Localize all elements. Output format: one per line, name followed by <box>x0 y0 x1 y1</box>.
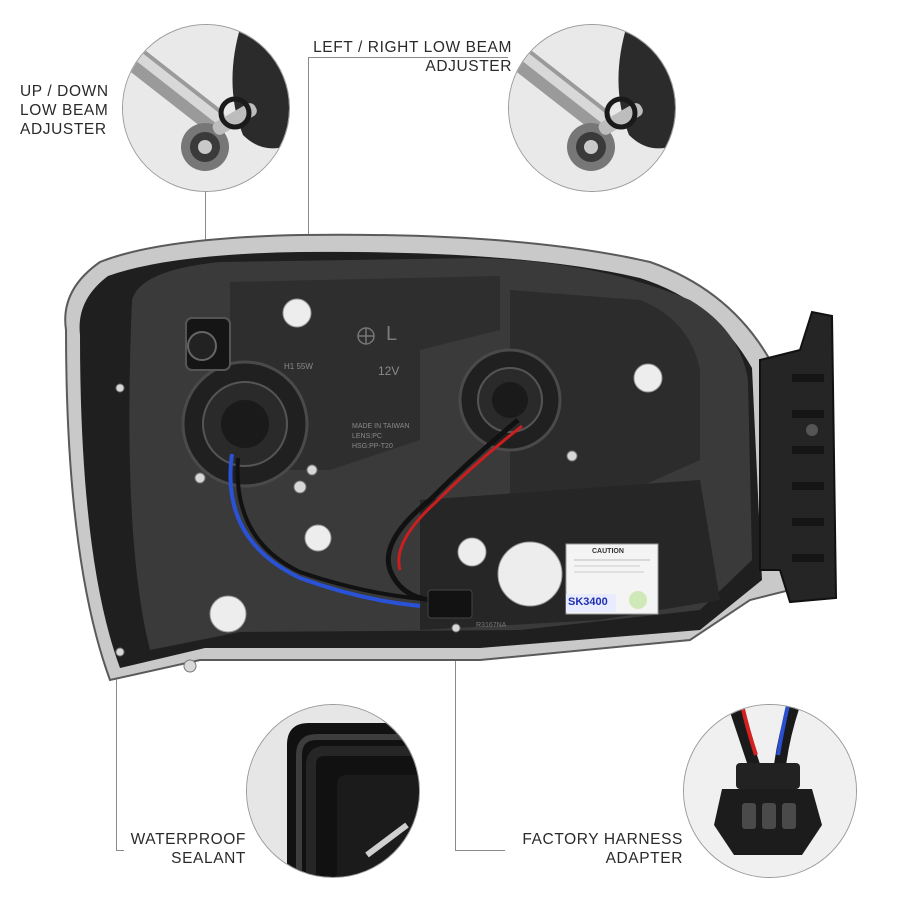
part-number-sticker: SK3400 <box>568 596 608 608</box>
leftright-adjuster-label: LEFT / RIGHT LOW BEAM ADJUSTER <box>313 39 512 75</box>
harness-leader-v <box>455 628 456 850</box>
housing-bulb-low: H1 55W <box>284 362 313 371</box>
housing-l-mark: L <box>386 323 398 345</box>
housing-hsg: HSG:PP-T20 <box>352 443 393 450</box>
harness-leader-h <box>455 850 505 851</box>
harness-adapter-label: FACTORY HARNESS ADAPTER <box>522 831 683 867</box>
waterproof-sealant-detail-photo <box>246 704 420 878</box>
harness-adapter-detail-photo <box>683 704 857 878</box>
leftright-adjuster-detail-photo <box>508 24 676 192</box>
mold-number: R3167NA <box>476 622 507 629</box>
housing-lens: LENS:PC <box>352 433 382 440</box>
housing-made-in: MADE IN TAIWAN <box>352 423 410 430</box>
waterproof-leader-h <box>116 850 124 851</box>
updown-adjuster-detail-photo <box>122 24 290 192</box>
updown-adjuster-label: UP / DOWN LOW BEAM ADJUSTER <box>20 83 109 138</box>
waterproof-sealant-label: WATERPROOF SEALANT <box>130 831 246 867</box>
caution-label-text: CAUTION <box>592 548 624 555</box>
waterproof-leader-v <box>116 650 117 850</box>
housing-voltage: 12V <box>378 364 400 378</box>
leftright-leader-h <box>308 57 508 58</box>
